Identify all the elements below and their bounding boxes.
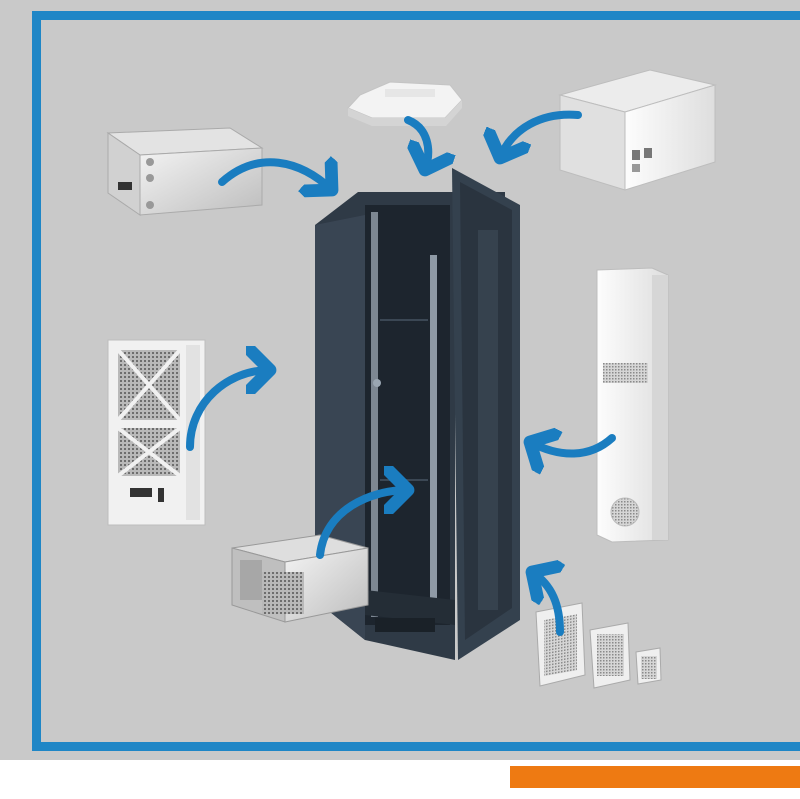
top-mount-cooling-unit-icon [558, 69, 717, 191]
roof-air-conditioner-icon [347, 81, 463, 126]
orange-accent-bar [510, 766, 800, 788]
heat-exchanger-box-icon [231, 534, 369, 623]
server-cabinet-icon [315, 168, 520, 660]
top-mount-box-unit-icon [106, 127, 264, 216]
blue-frame [32, 11, 800, 751]
slim-wall-cooler-icon [596, 267, 669, 543]
arrow-top-center [408, 116, 428, 170]
arrow-right-middle [530, 438, 616, 454]
filter-fans-icon [535, 602, 662, 689]
arrow-bottom-right [532, 572, 560, 636]
arrow-top-left [218, 162, 332, 190]
arrow-bottom-left [316, 490, 408, 559]
arrow-left-middle [186, 370, 270, 451]
airflow-arrows [186, 110, 616, 636]
arrow-top-right [500, 110, 582, 158]
